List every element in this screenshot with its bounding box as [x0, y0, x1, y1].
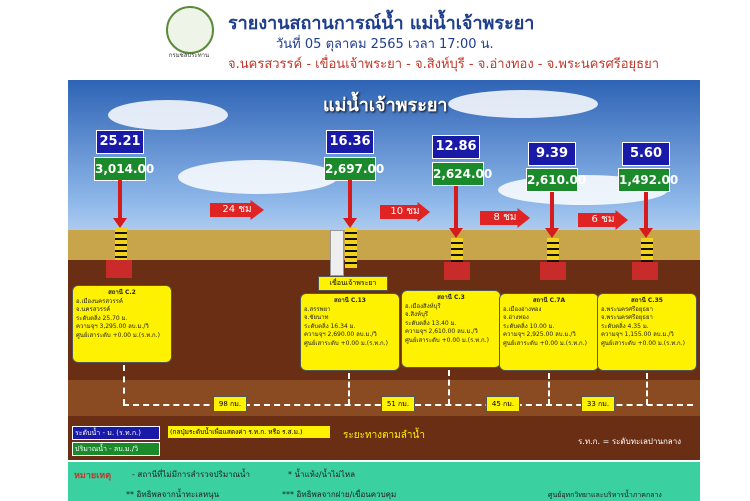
cloud-decoration [448, 90, 598, 118]
source-credit: ศูนย์อุทกวิทยาและบริหารน้ำภาคกลาง [548, 491, 662, 499]
down-arrow-icon [348, 180, 352, 220]
distance-connector [348, 373, 350, 405]
remark-item: ** อิทธิพลจากน้ำทะเลหนุน [126, 490, 220, 499]
station-card-c35: สถานี C.35 อ.พระนครศรีอยุธยา จ.พระนครศรี… [597, 293, 697, 371]
station-card-c2: สถานี C.2 อ.เมืองนครสวรรค์ จ.นครสวรรค์ ร… [72, 285, 172, 363]
down-arrow-icon [449, 228, 463, 238]
legend-flow-button[interactable]: ปริมาณน้ำ - ลบ.ม./วิ [72, 442, 160, 456]
travel-time-arrow: 6 ชม [578, 210, 628, 230]
station-card-title: สถานี C.3 [437, 294, 465, 301]
remark-item: *** อิทธิพลจากฝาย/เขื่อนควบคุม [282, 490, 397, 499]
station-card-line: ความจุฯ 2,690.00 ลบ.ม./วิ [304, 331, 377, 338]
report-header: กรมชลประทาน รายงานสถานการณ์น้ำ แม่น้ำเจ้… [0, 0, 750, 78]
station-card-line: ความจุฯ 2,610.00 ลบ.ม./วิ [405, 328, 478, 335]
station-card-line: จ.นครสวรรค์ [76, 306, 111, 313]
down-arrow-icon [454, 186, 458, 230]
station-c7a-level-button[interactable]: 9.39 [528, 142, 576, 166]
station-card-c13: สถานี C.13 อ.สรรพยา จ.ชัยนาท ระดับตลิ่ง … [300, 293, 400, 371]
royal-irrigation-logo [166, 6, 214, 54]
station-card-line: อ.เมืองนครสวรรค์ [76, 297, 123, 305]
distance-connector [123, 365, 125, 405]
report-title: รายงานสถานการณ์น้ำ แม่น้ำเจ้าพระยา [228, 13, 535, 34]
distance-label: 51 กม. [381, 396, 415, 412]
station-card-line: ระดับตลิ่ง 13.40 ม. [405, 319, 457, 327]
down-arrow-icon [118, 180, 122, 220]
travel-time-arrow: 24 ชม [210, 200, 264, 220]
station-card-line: ระดับตลิ่ง 16.34 ม. [304, 322, 356, 330]
legend-note: (กลปุ่มระดับน้ำเพื่อแสดงค่า ร.ท.ก. หรือ … [168, 426, 330, 438]
travel-time-arrow: 10 ชม [380, 202, 430, 222]
down-arrow-icon [644, 192, 648, 230]
footer-notes: หมายเหตุ - สถานีที่ไม่มีการสำรวจปริมาณน้… [68, 462, 700, 501]
remark-item: * น้ำแห้ง/น้ำไม่ไหล [288, 470, 355, 479]
station-card-line: อ.เมืองสิงห์บุรี [405, 302, 441, 310]
station-card-line: ระดับตลิ่ง 25.70 ม. [76, 314, 128, 322]
station-c7a-flow-value: 2,610.00 [526, 168, 586, 192]
station-c35-flow-value: 1,492.00 [618, 168, 678, 192]
distance-label: 45 กม. [486, 396, 520, 412]
distance-label: 98 กม. [213, 396, 247, 412]
station-house-icon [540, 262, 566, 280]
river-distance-caption: ระยะทางตามลำน้ำ [343, 430, 425, 441]
cloud-decoration [178, 160, 338, 194]
distance-connector [548, 373, 550, 405]
down-arrow-icon [545, 228, 559, 238]
station-house-icon [632, 262, 658, 280]
station-house-icon [106, 260, 132, 278]
station-card-line: จ.พระนครศรีอยุธยา [601, 314, 653, 321]
station-c13-flow-value: 2,697.00 [324, 157, 384, 181]
station-c35-level-button[interactable]: 5.60 [622, 142, 670, 166]
station-card-line: ความจุฯ 3,295.00 ลบ.ม./วิ [76, 323, 149, 330]
cloud-decoration [108, 100, 228, 130]
station-card-line: จ.ชัยนาท [304, 314, 329, 321]
station-card-line: จ.สิงห์บุรี [405, 311, 429, 318]
remark-item: - สถานีที่ไม่มีการสำรวจปริมาณน้ำ [132, 470, 250, 479]
station-card-line: ศูนย์เสาระดับ +0.00 ม.(ร.ท.ก.) [601, 339, 685, 347]
station-card-title: สถานี C.13 [334, 297, 366, 304]
distance-label: 33 กม. [581, 396, 615, 412]
station-card-title: สถานี C.2 [108, 289, 136, 296]
station-card-c3: สถานี C.3 อ.เมืองสิงห์บุรี จ.สิงห์บุรี ร… [401, 290, 501, 368]
distance-connector [646, 373, 648, 405]
report-provinces: จ.นครสวรรค์ - เขื่อนเจ้าพระยา - จ.สิงห์บ… [228, 57, 659, 72]
staff-gauge-icon [115, 228, 127, 268]
station-card-line: ศูนย์เสาระดับ +0.00 ม.(ร.ท.ก.) [304, 339, 388, 347]
station-card-line: ความจุฯ 1,155.00 ลบ.ม./วิ [601, 331, 674, 338]
river-title: แม่น้ำเจ้าพระยา [323, 95, 448, 116]
station-card-c7a: สถานี C.7A อ.เมืองอ่างทอง จ.อ่างทอง ระดั… [499, 293, 599, 371]
down-arrow-icon [550, 192, 554, 230]
distance-connector [448, 370, 450, 405]
station-card-line: ศูนย์เสาระดับ +0.00 ม.(ร.ท.ก.) [405, 336, 489, 344]
report-datetime: วันที่ 05 ตุลาคม 2565 เวลา 17:00 น. [276, 37, 494, 52]
station-card-title: สถานี C.35 [631, 297, 663, 304]
station-card-line: อ.สรรพยา [304, 305, 331, 313]
station-card-line: ศูนย์เสาระดับ +0.00 ม.(ร.ท.ก.) [503, 339, 587, 347]
river-diagram: แม่น้ำเจ้าพระยา 25.21 3,014.00 16.36 2,6… [68, 80, 700, 460]
station-house-icon [444, 262, 470, 280]
station-card-line: ระดับตลิ่ง 4.35 ม. [601, 322, 649, 330]
station-card-line: จ.อ่างทอง [503, 314, 529, 321]
dam-label: เขื่อนเจ้าพระยา [318, 276, 388, 291]
logo-caption: กรมชลประทาน [168, 52, 210, 59]
station-card-title: สถานี C.7A [532, 297, 566, 304]
station-c3-flow-value: 2,624.00 [432, 162, 492, 186]
station-c3-level-button[interactable]: 12.86 [432, 135, 480, 159]
station-card-line: ความจุฯ 2,925.00 ลบ.ม./วิ [503, 331, 576, 338]
station-c2-flow-value: 3,014.00 [94, 157, 154, 181]
station-card-line: อ.พระนครศรีอยุธยา [601, 305, 653, 313]
dam-icon [330, 230, 344, 276]
down-arrow-icon [113, 218, 127, 228]
rtk-definition: ร.ท.ก. = ระดับทะเลปานกลาง [578, 437, 682, 446]
station-c13-level-button[interactable]: 16.36 [326, 130, 374, 154]
down-arrow-icon [639, 228, 653, 238]
station-card-line: อ.เมืองอ่างทอง [503, 305, 542, 313]
staff-gauge-icon [345, 228, 357, 268]
travel-time-arrow: 8 ชม [480, 208, 530, 228]
station-card-line: ศูนย์เสาระดับ +0.00 ม.(ร.ท.ก.) [76, 331, 160, 339]
remark-heading: หมายเหตุ [74, 471, 112, 481]
down-arrow-icon [343, 218, 357, 228]
station-card-line: ระดับตลิ่ง 10.00 ม. [503, 322, 555, 330]
station-c2-level-button[interactable]: 25.21 [96, 130, 144, 154]
legend-level-button[interactable]: ระดับน้ำ - ม. (ร.ท.ก.) [72, 426, 160, 440]
